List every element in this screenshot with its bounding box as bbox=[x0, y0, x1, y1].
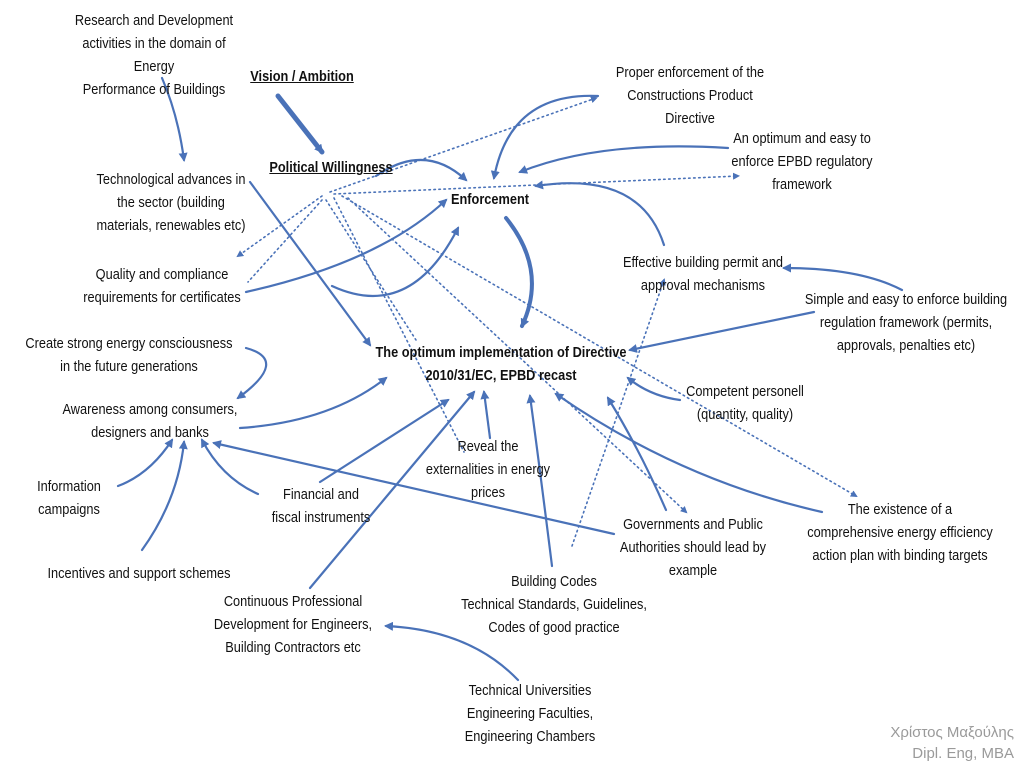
arrow-existence-central bbox=[554, 392, 824, 514]
node-incentives: Incentives and support schemes bbox=[47, 566, 231, 582]
node-quality: Quality and compliance requirements for … bbox=[83, 267, 241, 306]
arrow-enforcement-central bbox=[504, 216, 534, 328]
node-continuous: Continuous Professional Development for … bbox=[213, 594, 373, 656]
node-optimum-framework: An optimum and easy to enforce EPBD regu… bbox=[731, 131, 873, 193]
arrow-framework-enforcement bbox=[518, 145, 730, 174]
arrow-proper-enforcement bbox=[490, 94, 600, 180]
node-research: Research and Development activities in t… bbox=[74, 13, 234, 98]
arrow-consciousness-awareness bbox=[236, 346, 268, 400]
arrow-financial-central bbox=[318, 398, 450, 484]
arrow-governments-awareness bbox=[212, 440, 616, 536]
arrow-financial-awareness bbox=[200, 438, 260, 496]
node-codes: Building Codes Technical Standards, Guid… bbox=[461, 574, 647, 636]
node-governments: Governments and Public Authorities shoul… bbox=[619, 517, 767, 579]
dotted-to-proper bbox=[329, 96, 598, 193]
node-reveal: Reveal the externalities in energy price… bbox=[425, 439, 551, 501]
node-proper: Proper enforcement of the Constructions … bbox=[615, 65, 765, 127]
arrow-loop-enforcement bbox=[330, 226, 460, 298]
arrow-awareness-central bbox=[238, 376, 388, 430]
node-vision: Vision / Ambition bbox=[250, 69, 354, 85]
node-permit: Effective building permit and approval m… bbox=[622, 255, 784, 294]
node-information: Information campaigns bbox=[37, 479, 101, 518]
arrow-quality-enforcement bbox=[244, 198, 448, 294]
arrow-technological-central bbox=[248, 180, 372, 347]
node-existence: The existence of a comprehensive energy … bbox=[807, 502, 993, 564]
dotted-to-permit bbox=[571, 278, 666, 547]
node-political: Political Willingness bbox=[269, 160, 393, 176]
node-consciousness: Create strong energy consciousness in th… bbox=[25, 336, 233, 375]
arrow-universities-continuous bbox=[384, 621, 520, 682]
dotted-to-governments bbox=[347, 197, 688, 514]
arrow-competent-central bbox=[626, 376, 682, 402]
author-credit: Χρίστος Μαξούλης Dipl. Eng, MBA bbox=[890, 724, 1014, 762]
arrow-codes-central bbox=[526, 394, 554, 568]
node-competent: Competent personell (quantity, quality) bbox=[686, 384, 804, 423]
node-technological: Technological advances in the sector (bu… bbox=[96, 172, 246, 234]
arrow-research-technological bbox=[160, 76, 188, 162]
arrow-vision-political bbox=[275, 93, 325, 155]
arrow-simple-permit bbox=[782, 263, 904, 292]
node-financial: Financial and fiscal instruments bbox=[271, 487, 371, 526]
arrow-governments-central bbox=[606, 396, 668, 512]
dotted-to-framework bbox=[333, 172, 740, 195]
node-central: The optimum implementation of Directive … bbox=[375, 345, 627, 384]
arrow-simple-central bbox=[628, 310, 816, 353]
arrow-information-awareness bbox=[116, 438, 174, 488]
dotted-to-existence bbox=[341, 195, 858, 498]
node-simple: Simple and easy to enforce building regu… bbox=[804, 292, 1008, 354]
node-awareness: Awareness among consumers, designers and… bbox=[62, 402, 238, 441]
node-universities: Technical Universities Engineering Facul… bbox=[464, 683, 596, 745]
arrow-reveal-central bbox=[480, 390, 492, 440]
arrow-continuous-central bbox=[308, 390, 476, 590]
dotted-to-quality bbox=[247, 199, 323, 283]
arrow-permit-enforcement bbox=[534, 180, 666, 247]
arrow-political-enforcement bbox=[374, 158, 468, 182]
dotted-to-technological bbox=[236, 195, 323, 258]
arrow-incentives-awareness bbox=[140, 440, 188, 552]
node-enforcement: Enforcement bbox=[450, 192, 529, 208]
